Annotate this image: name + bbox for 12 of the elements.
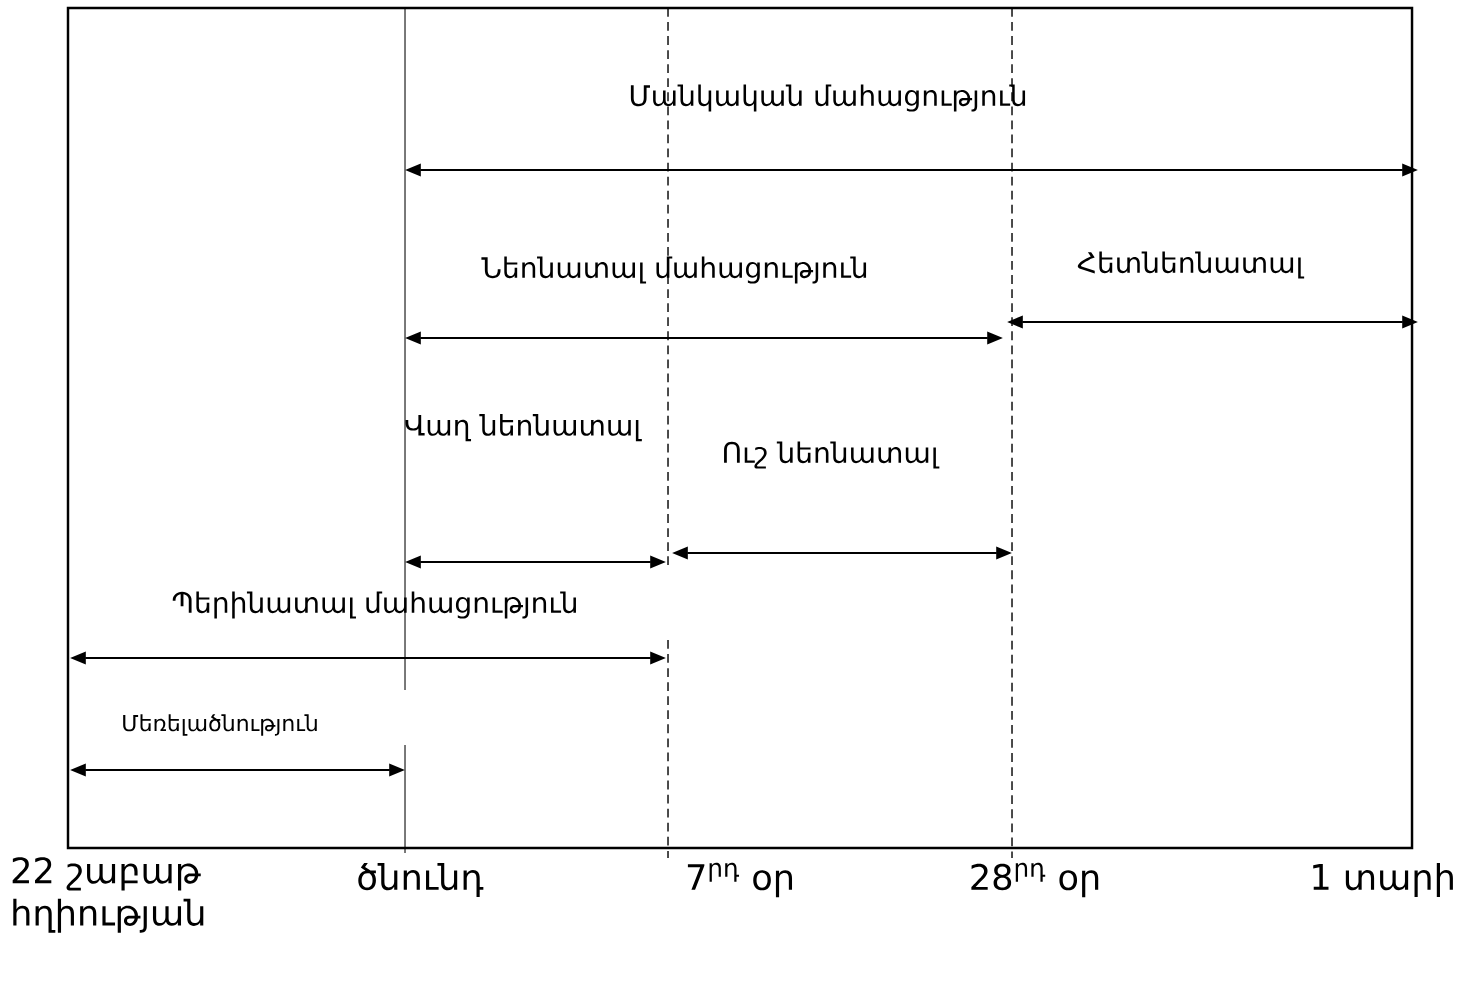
span-label: Հետնեոնատալ bbox=[1077, 251, 1305, 279]
span-label: Մեռելածնություն bbox=[123, 714, 317, 736]
span-label: Վաղ նեոնատալ bbox=[405, 414, 642, 442]
timeline-label: ծնունդ bbox=[358, 863, 484, 897]
timeline-label: 7$^{րդ}$ օր bbox=[687, 862, 792, 898]
timeline-label: 1 տարի bbox=[1313, 863, 1453, 897]
timeline-label: 22 շաբաթ հղիության bbox=[12, 857, 204, 933]
span-label: Նեոնատալ մահացություն bbox=[481, 256, 867, 284]
timeline-label: 28$^{րդ}$ օր bbox=[971, 862, 1099, 898]
span-label: Մանկական մահացություն bbox=[630, 84, 1026, 112]
span-label: Ուշ նեոնատալ bbox=[724, 441, 940, 469]
span-label: Պերինատալ մահացություն bbox=[172, 591, 576, 619]
